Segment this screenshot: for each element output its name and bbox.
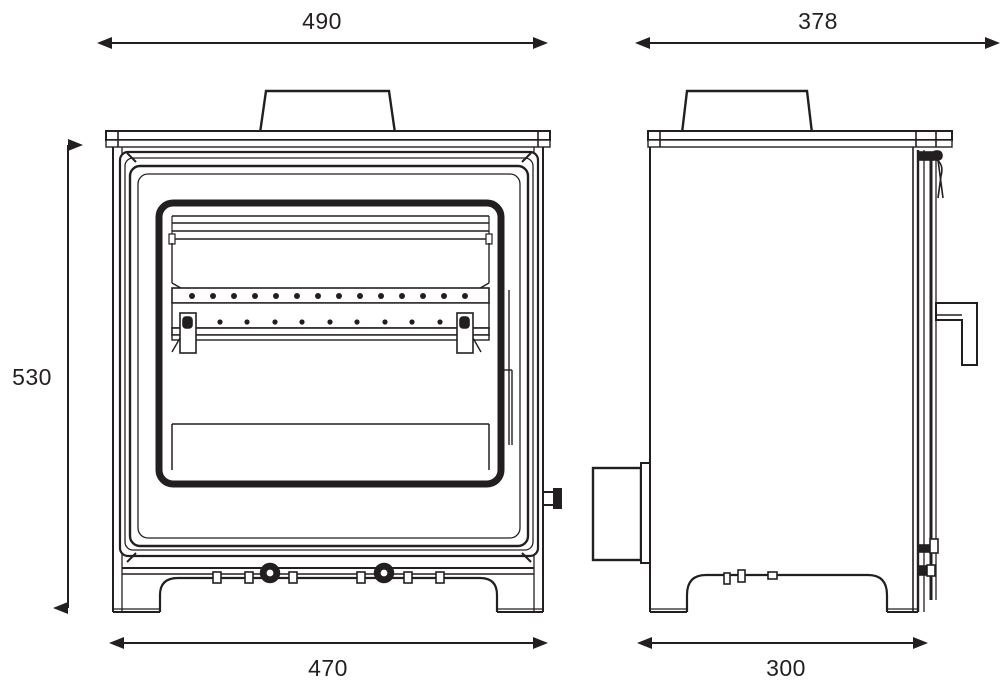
flue-collar [258, 89, 397, 135]
airwash-holes-upper [189, 293, 468, 299]
air-control-knobs[interactable] [259, 562, 395, 584]
side-hinge-bottom [917, 538, 939, 577]
side-view [591, 89, 978, 613]
dim-label-front-width-bottom: 470 [308, 655, 348, 681]
base-fixing-tabs [212, 571, 445, 584]
dim-label-side-depth-top: 378 [798, 8, 838, 34]
firebox-floor [171, 423, 490, 470]
side-door-handle[interactable] [935, 302, 978, 366]
baffle-plate [168, 215, 493, 245]
top-plate [105, 130, 551, 148]
grate-retainer-right [456, 312, 482, 354]
front-view [105, 89, 562, 613]
airwash-holes-lower [217, 319, 443, 325]
side-body-outline [649, 147, 918, 613]
side-base-plinth [650, 573, 918, 612]
door-glass-panel [155, 199, 505, 488]
base-plinth [113, 567, 543, 612]
door-handle[interactable] [542, 488, 562, 509]
side-door-leaf [916, 150, 937, 612]
rear-flue-outlet [591, 462, 651, 564]
side-flue-collar [680, 89, 814, 135]
grate-retainer-left [171, 312, 197, 354]
door-edge-rail [500, 290, 513, 445]
airwash-manifold [171, 287, 490, 341]
door-hinges [126, 152, 532, 563]
side-hinge-top [917, 150, 944, 199]
dim-label-front-height: 530 [12, 364, 52, 390]
dim-label-front-width-top: 490 [302, 8, 342, 34]
side-base-tabs [723, 569, 778, 585]
dim-label-side-depth-bottom: 300 [766, 655, 806, 681]
side-top-plate [647, 130, 953, 148]
dimension-lines [53, 37, 1000, 649]
